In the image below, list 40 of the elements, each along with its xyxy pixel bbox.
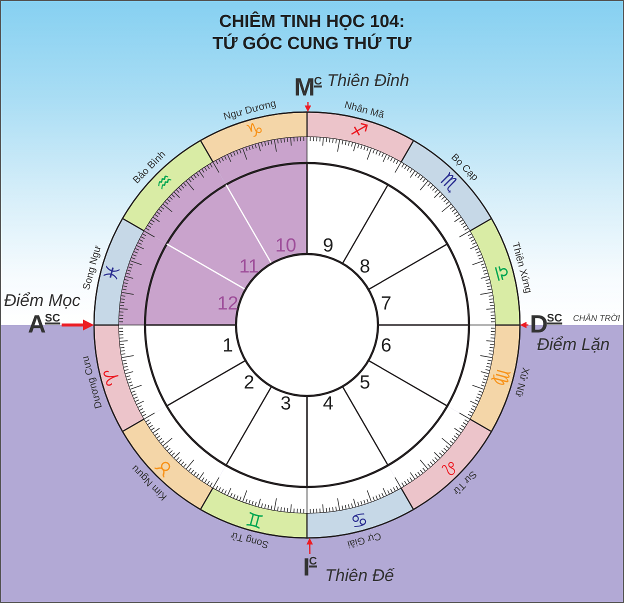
zodiac-symbol: ♊	[244, 507, 266, 530]
axis-name: Thiên Đỉnh	[327, 72, 410, 89]
arrow	[62, 320, 94, 330]
arrow	[520, 322, 528, 328]
zodiac-symbol: ♍	[489, 366, 512, 388]
house-number: 3	[280, 394, 292, 414]
zodiac-sign-name: Song Tử	[230, 529, 270, 549]
arrow	[304, 102, 312, 112]
arrow	[306, 538, 313, 554]
house-number: 7	[380, 294, 392, 314]
zodiac-symbol: ♋	[348, 507, 370, 530]
axis-abbreviation: I$^{C}$	[303, 556, 317, 580]
axis-abbreviation: A$^{SC}$	[28, 312, 60, 338]
zodiac-symbol: ♏	[436, 170, 462, 196]
zodiac-sign-name: Xử Nữ	[512, 366, 530, 398]
house-number: 11	[239, 258, 259, 277]
house-number: 4	[322, 394, 334, 414]
house-number: 5	[360, 373, 370, 392]
house-number: 8	[360, 258, 370, 277]
house-number: 2	[244, 373, 254, 392]
zodiac-symbol: ♉	[152, 454, 178, 480]
zodiac-symbol: ♐	[348, 120, 370, 143]
horizon-label: CHÂN TRỜI	[573, 314, 620, 322]
axis-name: Điểm Lặn	[537, 336, 610, 353]
axis-name: Điểm Mọc	[4, 292, 81, 309]
axis-abbreviation: D$^{SC}$	[530, 312, 562, 338]
house-number: 12	[217, 294, 238, 314]
axis-name: Thiên Đế	[325, 567, 394, 584]
house-number: 1	[222, 336, 234, 356]
zodiac-symbol: ♒	[152, 170, 178, 196]
zodiac-sign-name: Nhân Mã	[343, 100, 386, 122]
house-number: 6	[380, 336, 392, 356]
axis-abbreviation: M$^{C}$	[294, 76, 322, 100]
house-number: 10	[275, 236, 296, 256]
zodiac-symbol: ♓	[102, 262, 125, 284]
house-number: 9	[322, 236, 334, 256]
zodiac-sign-name: Song Ngư	[82, 244, 104, 291]
zodiac-symbol: ♌	[436, 454, 462, 480]
title: CHIÊM TINH HỌC 104: TỨ GÓC CUNG THỨ TƯ	[211, 10, 413, 54]
zodiac-sign-name: Cự Giải	[346, 530, 382, 548]
